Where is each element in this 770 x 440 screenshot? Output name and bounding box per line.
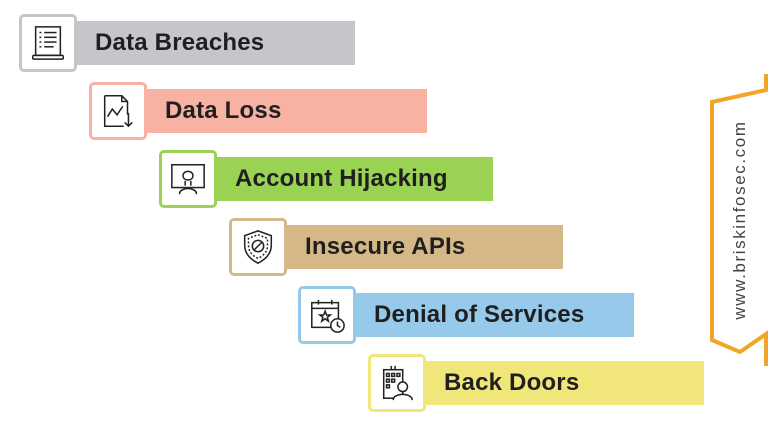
document-list-icon	[32, 26, 64, 60]
label-account-hijacking: Account Hijacking	[235, 165, 448, 192]
bar-data-loss: Data Loss	[145, 89, 427, 133]
step-data-loss: Data Loss	[89, 82, 427, 146]
bar-insecure-apis: Insecure APIs	[285, 225, 563, 269]
icon-box-data-loss	[89, 82, 147, 140]
step-data-breaches: Data Breaches	[19, 14, 355, 78]
building-person-icon	[382, 365, 413, 401]
label-data-breaches: Data Breaches	[95, 29, 265, 56]
bar-account-hijacking: Account Hijacking	[215, 157, 493, 201]
icon-box-data-breaches	[19, 14, 77, 72]
calendar-clock-icon	[311, 299, 345, 333]
icon-box-insecure-apis	[229, 218, 287, 276]
website-url: www.briskinfosec.com	[730, 120, 749, 320]
step-account-hijacking: Account Hijacking	[159, 150, 493, 214]
icon-box-account-hijacking	[159, 150, 217, 208]
step-denial-of-services: Denial of Services	[298, 286, 634, 350]
label-insecure-apis: Insecure APIs	[305, 233, 466, 260]
banner-outline	[710, 74, 768, 366]
label-denial-of-services: Denial of Services	[374, 301, 585, 328]
website-banner	[710, 74, 768, 366]
label-data-loss: Data Loss	[165, 97, 282, 124]
bar-denial-of-services: Denial of Services	[354, 293, 634, 337]
chart-down-icon	[103, 95, 133, 128]
icon-box-denial-of-services	[298, 286, 356, 344]
icon-box-back-doors	[368, 354, 426, 412]
step-insecure-apis: Insecure APIs	[229, 218, 563, 282]
step-back-doors: Back Doors	[368, 354, 704, 418]
bar-data-breaches: Data Breaches	[75, 21, 355, 65]
bar-back-doors: Back Doors	[424, 361, 704, 405]
label-back-doors: Back Doors	[444, 369, 580, 396]
user-monitor-icon	[171, 163, 205, 195]
shield-block-icon	[243, 230, 273, 264]
